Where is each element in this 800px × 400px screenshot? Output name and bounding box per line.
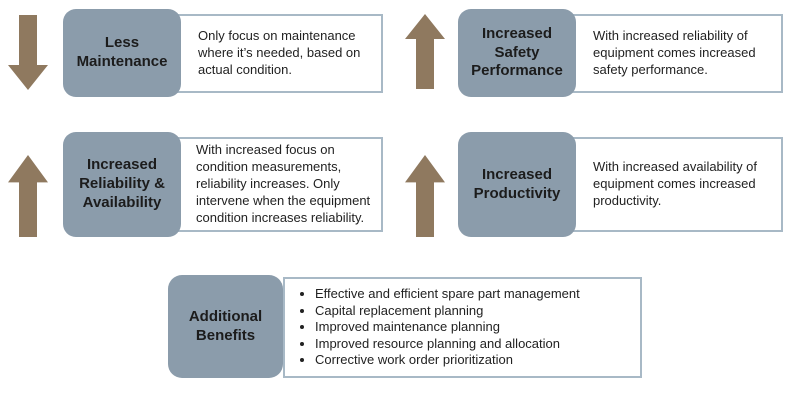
benefits-list: Effective and efficient spare part manag… [291, 286, 632, 369]
card-label-additional-benefits: Additional Benefits [168, 275, 283, 378]
card-description: Only focus on maintenance where it’s nee… [198, 28, 361, 77]
card-label-text: Less Maintenance [76, 34, 168, 70]
benefit-item: Capital replacement planning [315, 303, 632, 320]
benefit-item: Improved resource planning and allocatio… [315, 336, 632, 353]
card-description: With increased availability of equipment… [593, 159, 758, 208]
up-arrow-icon [8, 155, 48, 237]
card-label-text: Increased Reliability & Availability [79, 156, 165, 211]
card-label-increased-reliability-availability: Increased Reliability & Availability [63, 132, 181, 237]
benefit-item: Improved maintenance planning [315, 319, 632, 336]
benefits-box: Effective and efficient spare part manag… [283, 277, 642, 378]
card-label-text: Additional Benefits [188, 307, 263, 344]
card-label-text: Increased Safety Performance [471, 24, 563, 80]
up-arrow-icon [405, 14, 445, 89]
down-arrow-icon [8, 15, 48, 90]
card-description: With increased focus on condition measur… [196, 142, 371, 225]
up-arrow-icon [405, 155, 445, 237]
card-label-increased-productivity: Increased Productivity [458, 132, 576, 237]
benefit-item: Corrective work order prioritization [315, 352, 632, 369]
card-label-increased-safety-performance: Increased Safety Performance [458, 9, 576, 97]
card-description: With increased reliability of equipment … [593, 28, 756, 77]
benefit-item: Effective and efficient spare part manag… [315, 286, 632, 303]
card-label-less-maintenance: Less Maintenance [63, 9, 181, 97]
card-label-text: Increased Productivity [473, 165, 561, 202]
